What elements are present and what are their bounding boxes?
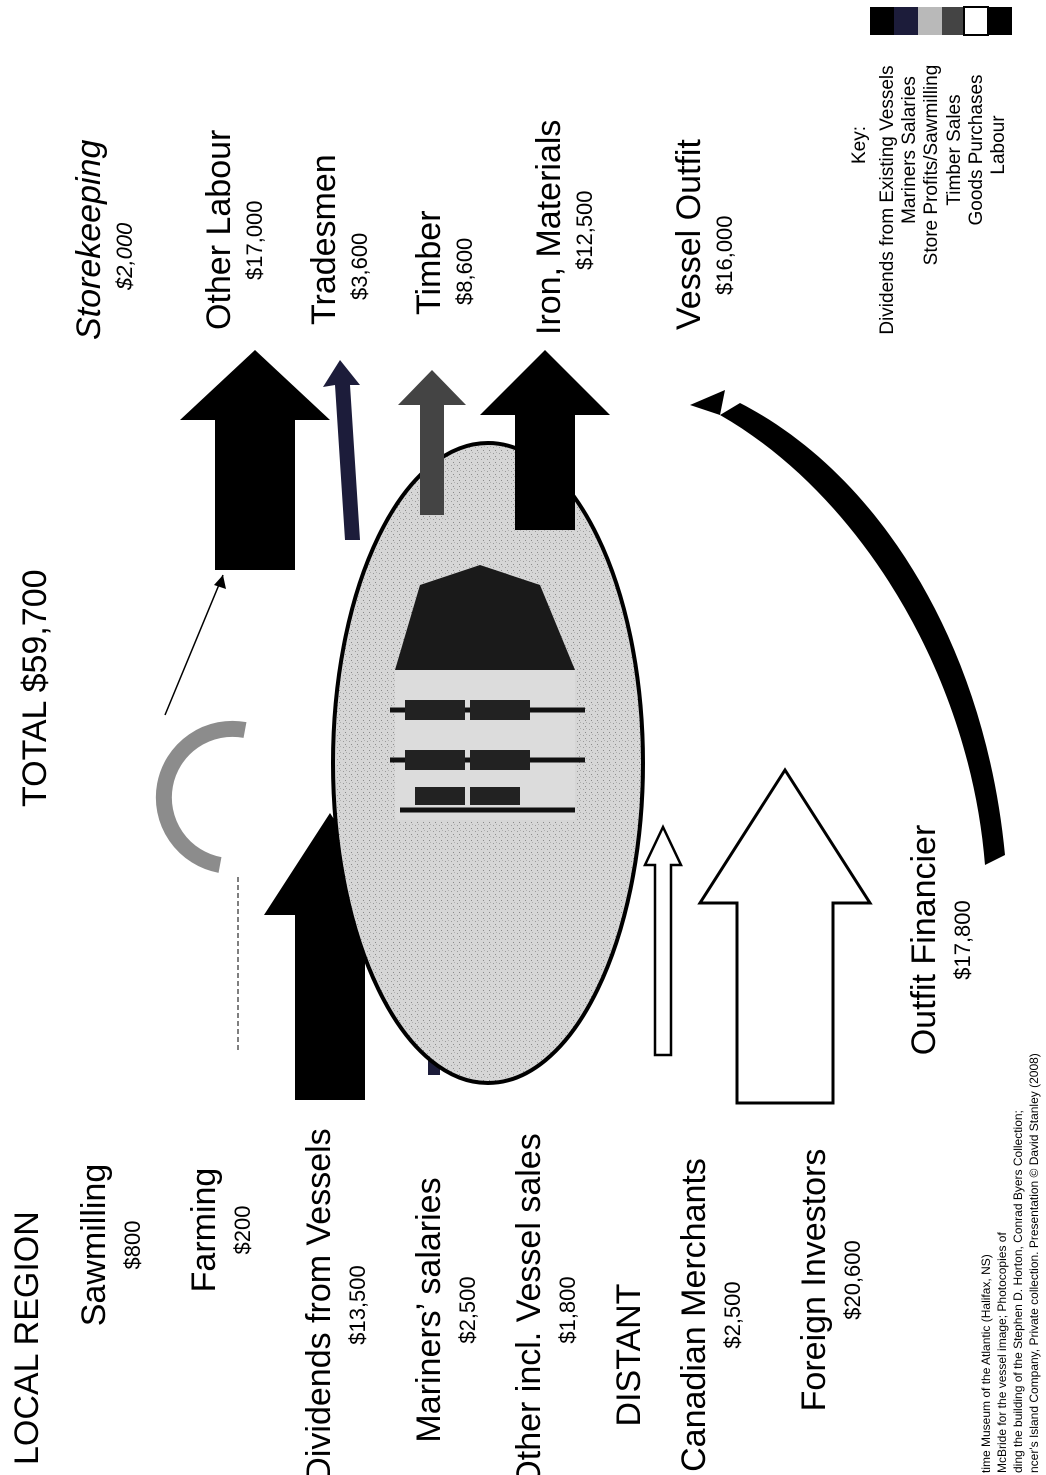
- key-swatch-timber: [942, 7, 964, 35]
- other-amount: $1,800: [555, 1276, 580, 1343]
- citation-line: ncer's Island Company, Private collectio…: [1027, 1053, 1041, 1473]
- canadian-amount: $2,500: [720, 1281, 745, 1348]
- local-region-header: LOCAL REGION: [8, 1211, 46, 1465]
- sawmilling-label: Sawmilling: [75, 1164, 113, 1327]
- outflow-tradesmen: Tradesmen $3,600: [305, 154, 372, 325]
- key-item: Store Profits/Sawmilling: [921, 65, 942, 266]
- tradesmen-arrow: [323, 360, 360, 540]
- outflow-iron: Iron, Materials $12,500: [530, 120, 597, 335]
- other-labour-amount: $17,000: [242, 200, 267, 280]
- dividends-label: Dividends from Vessels: [300, 1128, 338, 1475]
- sawmilling-amount: $800: [120, 1221, 145, 1270]
- tradesmen-label: Tradesmen: [305, 154, 343, 325]
- key-swatch-mariners: [894, 7, 918, 35]
- foreign-label: Foreign Investors: [795, 1149, 833, 1412]
- inflow-other: Other incl. Vessel sales $1,800: [510, 1133, 580, 1475]
- outfit-financier-label: Outfit Financier: [905, 825, 943, 1056]
- other-labour-label: Other Labour: [200, 130, 238, 330]
- farming-amount: $200: [230, 1206, 255, 1255]
- timber-amount: $8,600: [452, 238, 477, 305]
- inflow-foreign: Foreign Investors $20,600: [795, 1149, 865, 1412]
- key-legend: Key: Dividends from Existing Vessels Mar…: [849, 7, 1012, 335]
- key-item: Labour: [988, 115, 1009, 175]
- outflow-timber: Timber $8,600: [410, 210, 477, 315]
- vessel-outfit-label: Vessel Outfit: [670, 139, 708, 330]
- outfit-financier-amount: $17,800: [950, 900, 975, 980]
- citation-line: time Museum of the Atlantic (Halifax, NS…: [979, 1254, 993, 1473]
- dividends-amount: $13,500: [345, 1265, 370, 1345]
- key-title: Key:: [849, 126, 870, 164]
- tradesmen-amount: $3,600: [347, 233, 372, 300]
- outfit-financier: Outfit Financier $17,800: [905, 825, 975, 1056]
- canadian-merchants-arrow: [645, 827, 681, 1055]
- key-item: Timber Sales: [944, 94, 965, 205]
- key-swatch-dividends: [870, 7, 894, 35]
- canadian-label: Canadian Merchants: [675, 1158, 713, 1472]
- citation-line: ding the building of the Stephen D. Hort…: [1011, 1110, 1025, 1473]
- citation-line: McBride for the vessel image; Photocopie…: [995, 1232, 1009, 1473]
- outfit-swoosh: [720, 403, 1005, 865]
- other-label: Other incl. Vessel sales: [510, 1133, 548, 1475]
- key-swatch-store: [918, 7, 942, 35]
- foreign-amount: $20,600: [840, 1240, 865, 1320]
- distant-header: DISTANT: [610, 1284, 648, 1427]
- foreign-investors-arrow: [700, 770, 870, 1103]
- mariners-amount: $2,500: [455, 1276, 480, 1343]
- key-swatch-labour: [988, 7, 1012, 35]
- outflow-storekeeping: Storekeeping $2,000: [70, 140, 137, 340]
- storekeeping-arc: [164, 729, 245, 865]
- storekeeping-label: Storekeeping: [70, 140, 108, 340]
- other-labour-arrow: [180, 350, 330, 570]
- key-item: Dividends from Existing Vessels: [877, 65, 898, 334]
- storekeeping-pointer: [165, 575, 223, 715]
- inflow-dividends: Dividends from Vessels $13,500: [300, 1128, 370, 1475]
- farming-label: Farming: [185, 1168, 223, 1293]
- key-swatch-goods: [964, 7, 988, 35]
- total-label: TOTAL $59,700: [16, 569, 54, 807]
- outflow-other-labour: Other Labour $17,000: [200, 130, 267, 330]
- mariners-label: Mariners’ salaries: [410, 1177, 448, 1442]
- iron-label: Iron, Materials: [530, 120, 568, 335]
- inflow-mariners: Mariners’ salaries $2,500: [410, 1177, 480, 1442]
- key-item: Goods Purchases: [966, 74, 987, 225]
- vessel-outfit-amount: $16,000: [712, 215, 737, 295]
- storekeeping-amount: $2,000: [112, 222, 137, 291]
- inflow-canadian: Canadian Merchants $2,500: [675, 1158, 745, 1472]
- outflow-vessel-outfit: Vessel Outfit $16,000: [670, 139, 737, 330]
- key-item: Mariners Salaries: [899, 76, 920, 224]
- citation: time Museum of the Atlantic (Halifax, NS…: [979, 1053, 1041, 1473]
- iron-amount: $12,500: [572, 190, 597, 270]
- inflow-sawmilling: Sawmilling $800: [75, 1164, 145, 1327]
- inflow-farming: Farming $200: [185, 1168, 255, 1293]
- timber-label: Timber: [410, 210, 448, 315]
